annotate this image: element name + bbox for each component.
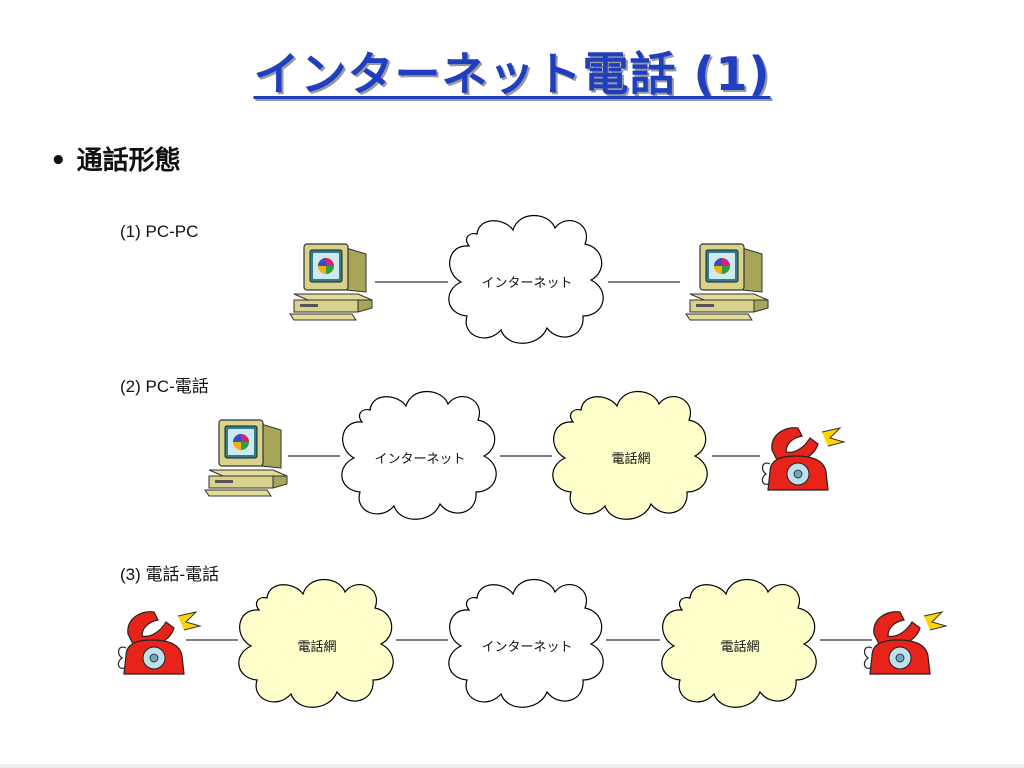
telephone-icon <box>863 611 947 675</box>
phone-network-cloud: 電話網 <box>238 578 394 708</box>
cloud-label: 電話網 <box>720 639 759 655</box>
bullet-item: • 通話形態 <box>50 140 181 177</box>
telephone-icon <box>761 427 845 491</box>
cloud-label: 電話網 <box>297 639 336 655</box>
cloud-label: インターネット <box>481 640 572 655</box>
phone-network-cloud: 電話網 <box>552 390 708 520</box>
slide-title: インターネット電話 (1) <box>253 47 771 101</box>
bullet-text: 通話形態 <box>76 146 181 176</box>
section-label-1: (1) PC-PC <box>120 222 199 241</box>
phone-network-cloud: 電話網 <box>661 578 817 708</box>
internet-cloud: インターネット <box>341 390 497 520</box>
computer-icon <box>204 419 288 497</box>
internet-cloud: インターネット <box>448 214 604 344</box>
section-label-3: (3) 電話-電話 <box>120 565 220 584</box>
internet-cloud: インターネット <box>448 578 604 708</box>
telephone-icon <box>117 611 201 675</box>
bullet-dot: • <box>50 146 67 176</box>
computer-icon <box>685 243 769 321</box>
cloud-label: インターネット <box>481 276 572 291</box>
slide-footer-bar <box>0 764 1024 768</box>
computer-icon <box>289 243 373 321</box>
cloud-label: インターネット <box>374 452 465 467</box>
cloud-label: 電話網 <box>611 451 650 467</box>
section-label-2: (2) PC-電話 <box>120 377 209 396</box>
